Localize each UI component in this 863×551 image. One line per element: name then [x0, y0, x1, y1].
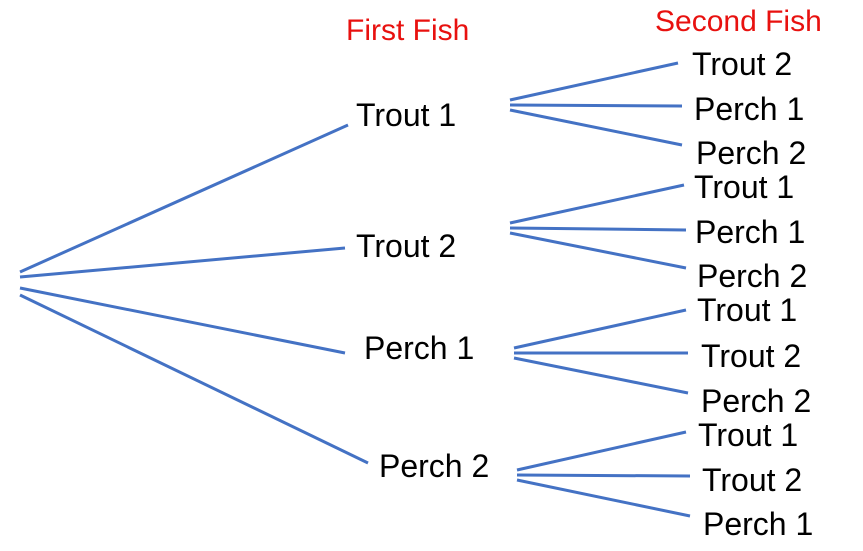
first-fish-label-3: Perch 1	[364, 330, 474, 366]
branch-1-edge-3	[509, 108, 683, 147]
second-fish-label-4-1: Trout 1	[698, 417, 798, 453]
root-edge-4	[19, 293, 369, 465]
second-fish-label-1-3: Perch 2	[696, 135, 806, 171]
tree-edges	[19, 61, 691, 518]
branch-4-edge-3	[516, 478, 691, 518]
root-edge-3	[19, 286, 346, 355]
header-second-fish: Second Fish	[655, 5, 822, 38]
second-fish-label-3-2: Trout 2	[701, 338, 801, 374]
first-fish-label-1: Trout 1	[356, 97, 456, 133]
second-fish-label-3-1: Trout 1	[697, 292, 797, 328]
second-fish-label-1-1: Trout 2	[692, 46, 792, 82]
branch-2-edge-3	[509, 231, 687, 270]
root-edge-2	[19, 246, 346, 279]
second-fish-label-1-2: Perch 1	[694, 91, 804, 127]
second-fish-label-2-1: Trout 1	[694, 169, 794, 205]
first-fish-label-4: Perch 2	[379, 448, 489, 484]
first-fish-label-2: Trout 2	[356, 228, 456, 264]
branch-4-edge-2	[516, 473, 691, 478]
header-first-fish: First Fish	[346, 14, 469, 47]
branch-3-edge-1	[513, 308, 687, 350]
second-fish-label-2-2: Perch 1	[695, 214, 805, 250]
branch-2-edge-1	[509, 183, 685, 225]
second-fish-label-4-3: Perch 1	[703, 506, 813, 542]
branch-3-edge-3	[513, 356, 689, 395]
branch-4-edge-1	[516, 430, 687, 472]
second-fish-label-3-3: Perch 2	[701, 383, 811, 419]
second-fish-label-4-2: Trout 2	[702, 462, 802, 498]
branch-1-edge-2	[509, 103, 683, 108]
branch-2-edge-2	[509, 226, 687, 232]
root-edge-1	[19, 123, 349, 274]
second-fish-label-2-3: Perch 2	[697, 258, 807, 294]
tree-labels: Trout 1 Trout 2 Perch 1 Perch 2 Trout 2 Trout…	[356, 46, 813, 542]
branch-1-edge-1	[509, 61, 679, 102]
